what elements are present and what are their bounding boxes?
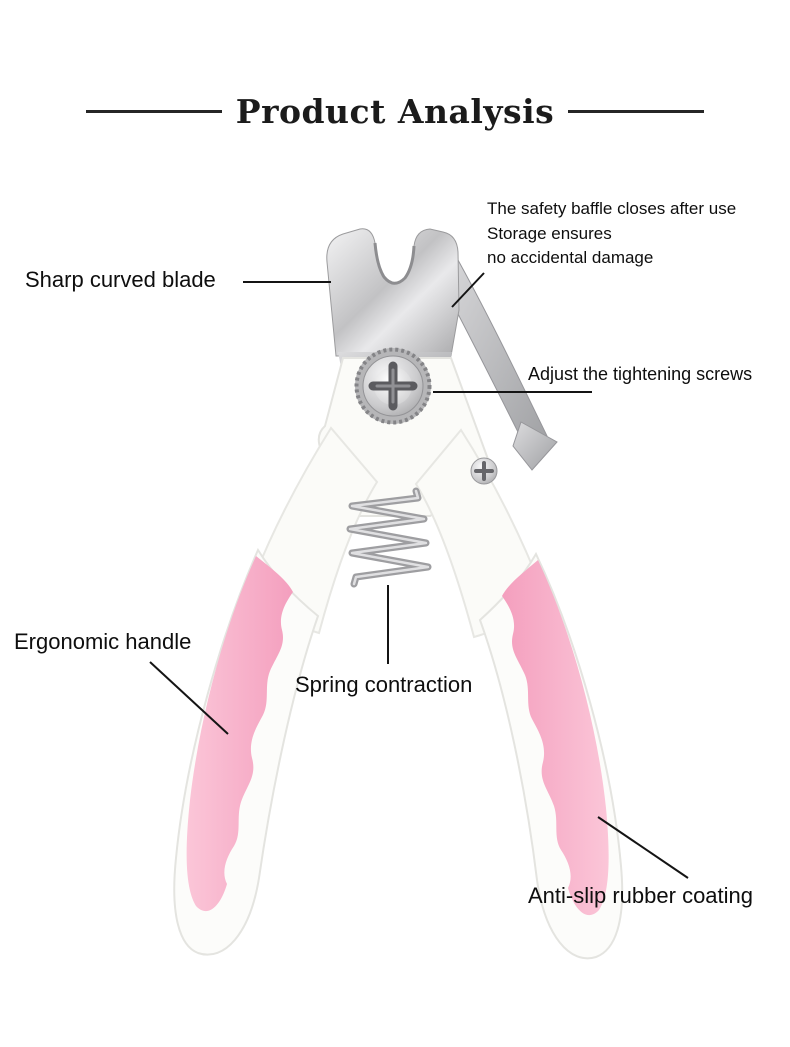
blade-body bbox=[326, 228, 460, 357]
safety-baffle-line-2: Storage ensures bbox=[487, 223, 612, 243]
title-row: Product Analysis bbox=[0, 92, 790, 131]
title-rule-left bbox=[85, 110, 222, 113]
spring-coil bbox=[346, 487, 432, 588]
page-title: Product Analysis bbox=[235, 92, 555, 131]
leader-handle bbox=[149, 661, 229, 735]
label-safety-baffle: The safety baffle closes after use Stora… bbox=[487, 197, 736, 271]
safety-baffle-line-1: The safety baffle closes after use bbox=[487, 199, 737, 218]
title-rule-right bbox=[568, 110, 705, 113]
label-spring-contraction: Spring contraction bbox=[295, 672, 473, 697]
label-ergonomic-handle: Ergonomic handle bbox=[14, 629, 192, 654]
secondary-screw bbox=[470, 457, 498, 485]
left-grip-pink bbox=[186, 556, 293, 912]
label-tightening-screws: Adjust the tightening screws bbox=[528, 364, 753, 384]
label-sharp-curved-blade: Sharp curved blade bbox=[25, 267, 216, 292]
leader-safety-baffle bbox=[451, 272, 485, 308]
safety-baffle-line-3: no accidental damage bbox=[487, 248, 654, 268]
small-phillips-cross-icon bbox=[474, 461, 494, 481]
leader-coating bbox=[597, 816, 689, 879]
label-anti-slip-coating: Anti-slip rubber coating bbox=[528, 883, 754, 908]
right-grip-pink bbox=[502, 560, 609, 916]
pivot-screw bbox=[354, 347, 432, 425]
safety-baffle bbox=[437, 242, 558, 471]
blade-opening-edge bbox=[373, 242, 416, 285]
